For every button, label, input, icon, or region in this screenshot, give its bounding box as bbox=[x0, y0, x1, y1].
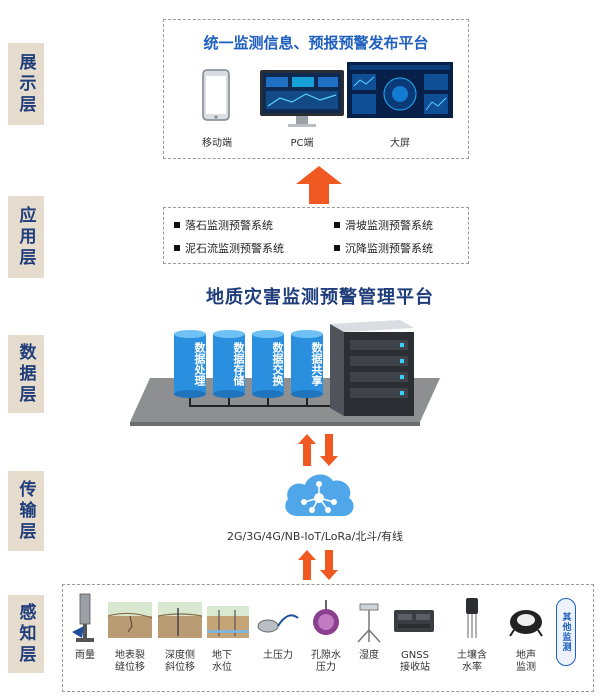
up-arrow-icon bbox=[296, 166, 342, 204]
app-system-label: 沉降监测预警系统 bbox=[345, 242, 433, 255]
cylinder-data-processing bbox=[174, 330, 206, 398]
display-title: 统一监测信息、预报预警发布平台 bbox=[203, 34, 429, 52]
sensor-label: 地表裂缝位移 bbox=[115, 650, 145, 673]
bullet-square-icon bbox=[334, 222, 340, 228]
other-monitoring-badge: 其他监测 bbox=[556, 598, 576, 666]
data-layer-illustration bbox=[130, 320, 440, 426]
server-icon bbox=[330, 320, 414, 416]
cylinder-data-exchange bbox=[252, 330, 284, 398]
bidirectional-arrow-icon bbox=[298, 550, 338, 580]
earth-pressure-cell-icon bbox=[257, 614, 299, 633]
cylinder-data-sharing bbox=[291, 330, 323, 398]
soil-moisture-icon bbox=[466, 598, 478, 638]
layer-label-transport: 传输层 bbox=[8, 471, 44, 551]
cloud-network-icon bbox=[285, 474, 354, 516]
bullet-square-icon bbox=[174, 245, 180, 251]
data-function-label: 数据交换 bbox=[271, 342, 284, 386]
platform-title: 地质灾害监测预警管理平台 bbox=[206, 287, 434, 308]
bullet-square-icon bbox=[174, 222, 180, 228]
device-large-screen: 大屏 bbox=[344, 58, 456, 152]
gnss-receiver-icon bbox=[394, 610, 434, 632]
transport-protocols: 2G/3G/4G/NB-IoT/LoRa/北斗/有线 bbox=[226, 530, 404, 543]
pore-pressure-icon bbox=[313, 600, 339, 635]
app-system-label: 滑坡监测预警系统 bbox=[345, 219, 433, 232]
sensor-label: 雨量 bbox=[75, 650, 95, 661]
device-pc-label: PC端 bbox=[290, 138, 314, 149]
surface-crack-icon bbox=[108, 602, 152, 638]
device-pc: PC端 bbox=[252, 68, 352, 152]
app-system-item: 泥石流监测预警系统 bbox=[174, 240, 284, 256]
sensor-label: 湿度 bbox=[359, 650, 379, 661]
sensor-label: 孔隙水压力 bbox=[311, 650, 341, 673]
bidirectional-arrow-icon bbox=[298, 434, 338, 466]
device-mobile: 移动端 bbox=[172, 68, 262, 152]
desktop-monitor-icon bbox=[260, 70, 344, 127]
display-layer-box: 统一监测信息、预报预警发布平台 移动端 PC端 bbox=[163, 19, 469, 159]
app-system-label: 落石监测预警系统 bbox=[185, 219, 273, 232]
large-screen-icon bbox=[347, 62, 453, 118]
humidity-sensor-icon bbox=[357, 603, 381, 643]
perception-layer-box bbox=[62, 584, 594, 692]
sensor-label: 土壤含水率 bbox=[457, 650, 487, 673]
sensor-label: 地声监测 bbox=[516, 650, 536, 673]
cylinder-data-storage bbox=[213, 330, 245, 398]
layer-label-display: 展示层 bbox=[8, 43, 44, 125]
layer-label-perception: 感知层 bbox=[8, 595, 44, 673]
app-system-label: 泥石流监测预警系统 bbox=[185, 242, 284, 255]
app-system-item: 滑坡监测预警系统 bbox=[334, 217, 433, 233]
layer-label-data: 数据层 bbox=[8, 335, 44, 413]
device-large-screen-label: 大屏 bbox=[390, 138, 410, 149]
groundwater-level-icon bbox=[207, 606, 249, 638]
rain-gauge-icon bbox=[72, 593, 94, 642]
layer-label-application: 应用层 bbox=[8, 196, 44, 278]
mobile-phone-icon bbox=[202, 69, 230, 121]
bullet-square-icon bbox=[334, 245, 340, 251]
ground-sound-icon bbox=[509, 610, 543, 637]
data-function-label: 数据存储 bbox=[232, 342, 245, 386]
device-mobile-label: 移动端 bbox=[202, 138, 232, 149]
data-function-label: 数据处理 bbox=[193, 342, 206, 386]
application-layer-box: 落石监测预警系统 滑坡监测预警系统 泥石流监测预警系统 沉降监测预警系统 bbox=[163, 207, 469, 264]
sensor-label: 深度侧斜位移 bbox=[165, 650, 195, 673]
sensor-label: 地下水位 bbox=[212, 650, 232, 673]
app-system-item: 沉降监测预警系统 bbox=[334, 240, 433, 256]
sensor-label: 土压力 bbox=[263, 650, 293, 661]
deep-inclinometer-icon bbox=[158, 602, 202, 638]
data-function-label: 数据共享 bbox=[310, 342, 323, 386]
app-system-item: 落石监测预警系统 bbox=[174, 217, 273, 233]
